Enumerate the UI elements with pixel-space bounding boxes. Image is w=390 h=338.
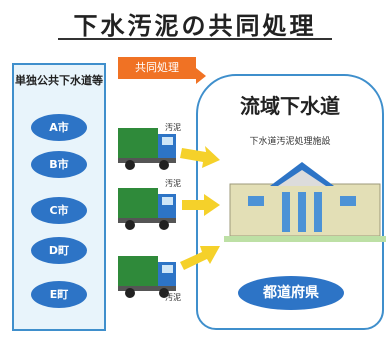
joint-treatment-arrow — [118, 57, 196, 79]
joint-treatment-arrow-head — [196, 68, 206, 84]
regional-sewer-title: 流域下水道 — [240, 94, 340, 118]
yellow-arrow-icon — [180, 146, 220, 168]
truck-icon — [118, 256, 176, 298]
sludge-label: 汚泥 — [165, 179, 181, 188]
title-underline — [58, 38, 332, 40]
joint-treatment-label: 共同処理 — [135, 61, 179, 74]
municipality-c: C市 — [31, 197, 87, 224]
treatment-facility-icon — [224, 162, 386, 242]
municipal-sewer-title: 単独公共下水道等 — [15, 74, 103, 87]
municipality-e: E町 — [31, 281, 87, 308]
sludge-facility-label: 下水道汚泥処理施設 — [249, 137, 331, 147]
municipal-sewer-panel: 単独公共下水道等 A市 B市 C市 D町 E町 — [12, 63, 106, 331]
truck-icon — [118, 128, 176, 170]
municipality-b: B市 — [31, 151, 87, 178]
page-title: 下水汚泥の共同処理 — [73, 12, 317, 40]
sludge-label: 汚泥 — [165, 293, 181, 302]
prefecture-badge: 都道府県 — [238, 276, 344, 310]
municipality-d: D町 — [31, 237, 87, 264]
yellow-arrow-icon — [182, 194, 220, 216]
truck-icon — [118, 188, 176, 230]
municipality-a: A市 — [31, 114, 87, 141]
sludge-label: 汚泥 — [165, 123, 181, 132]
yellow-arrow-icon — [180, 246, 220, 270]
